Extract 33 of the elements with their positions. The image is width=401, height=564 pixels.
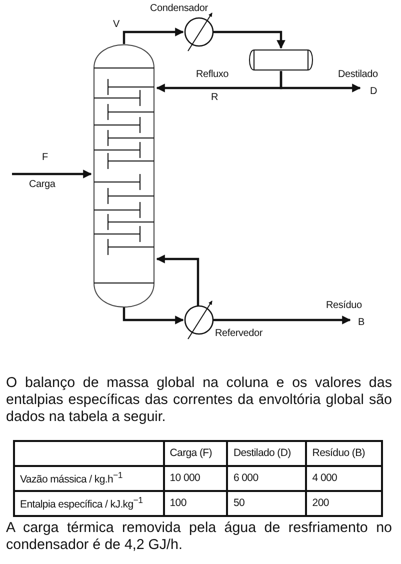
paragraph: A carga térmica removida pela água de resfriamento no condensador é de 4,2 GJ/h.: [6, 520, 392, 554]
flow-arrow: [280, 71, 361, 92]
flow-arrow: [156, 254, 200, 306]
paragraph: O balanço de massa global na coluna e os valores das entalpias específicas das correntes da envoltória global são dados na tabela a seguir.: [6, 375, 392, 426]
flow-arrow: [213, 316, 351, 324]
stream-label: R: [211, 92, 218, 103]
flow-arrow: [12, 170, 92, 178]
stream-label: V: [113, 19, 120, 30]
table-cell: 50: [227, 491, 306, 516]
stream-label: Carga: [29, 179, 56, 190]
table-cell: 4 000: [306, 466, 382, 491]
distillation-column-drawing: [92, 43, 156, 307]
table-cell: 6 000: [227, 466, 306, 491]
stream-label: Resíduo: [326, 299, 363, 313]
flow-arrow: [122, 307, 184, 324]
table-cell: 10 000: [164, 466, 228, 491]
flow-arrow: [213, 30, 286, 49]
table-cell: Entalpia específica / kJ.kg$^{−1}$: [14, 491, 164, 516]
reflux-drum: [248, 49, 314, 71]
equipment-label: Condensador: [150, 3, 208, 14]
table-cell: 200: [306, 491, 382, 516]
table-cell: Resíduo (B): [306, 441, 382, 466]
table-cell: Destilado (D): [227, 441, 306, 466]
table-cell: Carga (F): [164, 441, 228, 466]
table-cell: Vazão mássica / kg.h$^{−1}$: [14, 466, 164, 491]
stream-label: D: [369, 85, 378, 99]
stream-label: Destilado: [338, 68, 378, 82]
stream-label: F: [42, 152, 48, 163]
equipment-label: Refervedor: [215, 328, 262, 339]
table-cell: 100: [164, 491, 228, 516]
stream-label: B: [357, 316, 364, 330]
stream-label: Refluxo: [196, 69, 229, 80]
flow-arrow: [122, 28, 184, 44]
